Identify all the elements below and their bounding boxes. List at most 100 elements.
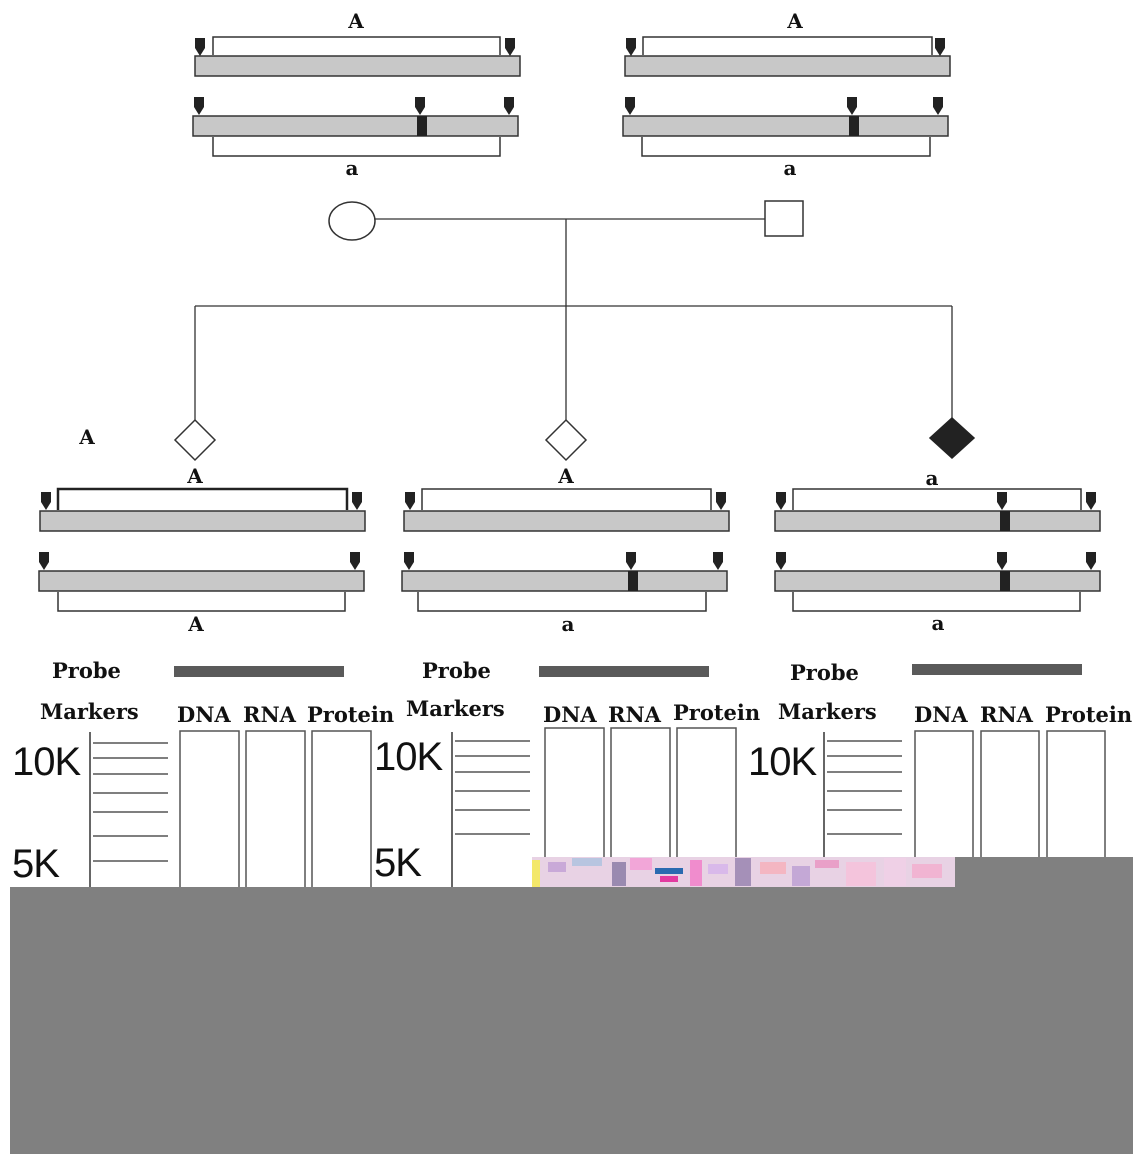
mutation-band <box>417 116 427 136</box>
parent-1-top-bracket <box>212 36 501 55</box>
size-label-10k: 10K <box>374 735 443 779</box>
size-label-5k: 5K <box>12 842 60 886</box>
lane-label-dna: DNA <box>177 702 231 727</box>
restriction-site-icon <box>997 552 1007 570</box>
lane-rna <box>245 730 306 902</box>
marker-ladder <box>93 742 168 862</box>
gel-panel-1: Probe Markers DNA RNA Protein 10K 5K <box>12 658 394 902</box>
restriction-site-icon <box>404 552 414 570</box>
parent-1-top-allele: A <box>347 9 364 33</box>
restriction-site-icon <box>847 97 857 115</box>
offspring-2-diamond-symbol <box>544 418 588 462</box>
offspring-1-diamond-symbol <box>173 418 217 462</box>
restriction-site-icon <box>935 38 945 56</box>
restriction-site-icon <box>713 552 723 570</box>
offspring-1-top-bracket <box>56 487 349 510</box>
mother-circle-symbol <box>328 201 376 241</box>
markers-label: Markers <box>40 699 139 724</box>
offspring-2-top-bracket <box>421 488 712 510</box>
father-square-symbol <box>764 200 804 237</box>
probe-label: Probe <box>790 660 859 685</box>
lane-label-dna: DNA <box>543 702 597 727</box>
offspring-2-bottom-allele: a <box>562 612 575 636</box>
probe-bar <box>539 666 709 677</box>
parent-2-top-chromosome <box>624 55 951 77</box>
restriction-site-icon <box>195 38 205 56</box>
parent-2-top-allele: A <box>786 9 803 33</box>
restriction-site-icon <box>1086 552 1096 570</box>
mutation-band <box>1000 571 1010 591</box>
lane-protein <box>311 730 372 902</box>
lane-label-protein: Protein <box>673 700 760 725</box>
offspring-3-top-allele: a <box>926 466 939 490</box>
mutation-band <box>849 116 859 136</box>
probe-label: Probe <box>52 658 121 683</box>
lane-label-dna: DNA <box>914 702 968 727</box>
offspring-1-bottom-allele: A <box>187 612 204 636</box>
markers-label: Markers <box>406 696 505 721</box>
offspring-2-bottom-chromosome <box>401 570 728 592</box>
parent-1-bottom-bracket <box>212 137 501 157</box>
restriction-site-icon <box>933 97 943 115</box>
gel-panel-3: Probe Markers DNA RNA Protein 10K <box>748 660 1132 902</box>
lane-label-protein: Protein <box>307 702 394 727</box>
mutation-band <box>1000 511 1010 531</box>
offspring-3-top-bracket <box>792 488 1082 510</box>
restriction-site-icon <box>41 492 51 510</box>
probe-bar <box>174 666 344 677</box>
probe-bar <box>912 664 1082 675</box>
parent-2-chromosomes: A a <box>622 9 951 180</box>
offspring-1-side-label: A <box>78 425 95 449</box>
size-label-10k: 10K <box>12 740 81 784</box>
marker-ladder <box>827 740 902 835</box>
lane-dna <box>179 730 240 902</box>
offspring-2-chromosomes: A a <box>401 464 730 636</box>
pedigree: A <box>78 200 976 462</box>
restriction-site-icon <box>504 97 514 115</box>
parent-1-top-chromosome <box>194 55 521 77</box>
size-label-10k: 10K <box>748 740 817 784</box>
offspring-3-top-chromosome <box>774 510 1101 532</box>
offspring-2-top-chromosome <box>403 510 730 532</box>
gray-occlusion-block <box>10 887 1133 1154</box>
offspring-3-chromosomes: a a <box>774 466 1101 635</box>
restriction-site-icon <box>1086 492 1096 510</box>
image-corruption-overlay <box>10 857 1133 1154</box>
restriction-site-icon <box>350 552 360 570</box>
lane-label-rna: RNA <box>243 702 297 727</box>
restriction-site-icon <box>716 492 726 510</box>
offspring-1-top-allele: A <box>186 464 203 488</box>
offspring-1-bottom-chromosome <box>38 570 365 592</box>
lane-label-protein: Protein <box>1045 702 1132 727</box>
restriction-site-icon <box>405 492 415 510</box>
marker-ladder <box>455 740 530 835</box>
parent-2-bottom-chromosome <box>622 115 949 137</box>
offspring-1-chromosomes: A A <box>38 464 366 636</box>
offspring-3-bottom-chromosome <box>774 570 1101 592</box>
parent-1-chromosomes: A a <box>192 9 521 180</box>
parent-2-bottom-allele: a <box>784 156 797 180</box>
markers-label: Markers <box>778 699 877 724</box>
restriction-site-icon <box>997 492 1007 510</box>
offspring-3-bottom-bracket <box>792 592 1081 612</box>
mutation-band <box>628 571 638 591</box>
offspring-2-top-allele: A <box>557 464 574 488</box>
lane-label-rna: RNA <box>608 702 662 727</box>
glitch-noise <box>532 858 942 887</box>
restriction-site-icon <box>626 38 636 56</box>
lane-label-rna: RNA <box>980 702 1034 727</box>
restriction-site-icon <box>776 552 786 570</box>
restriction-site-icon <box>352 492 362 510</box>
size-label-5k: 5K <box>374 841 422 885</box>
gray-occlusion-block-right <box>955 857 1133 887</box>
offspring-2-bottom-bracket <box>417 592 707 612</box>
parent-1-bottom-chromosome <box>192 115 519 137</box>
restriction-site-icon <box>505 38 515 56</box>
offspring-3-affected-diamond-symbol <box>928 416 976 460</box>
restriction-site-icon <box>625 97 635 115</box>
restriction-site-icon <box>194 97 204 115</box>
restriction-site-icon <box>776 492 786 510</box>
restriction-site-icon <box>415 97 425 115</box>
